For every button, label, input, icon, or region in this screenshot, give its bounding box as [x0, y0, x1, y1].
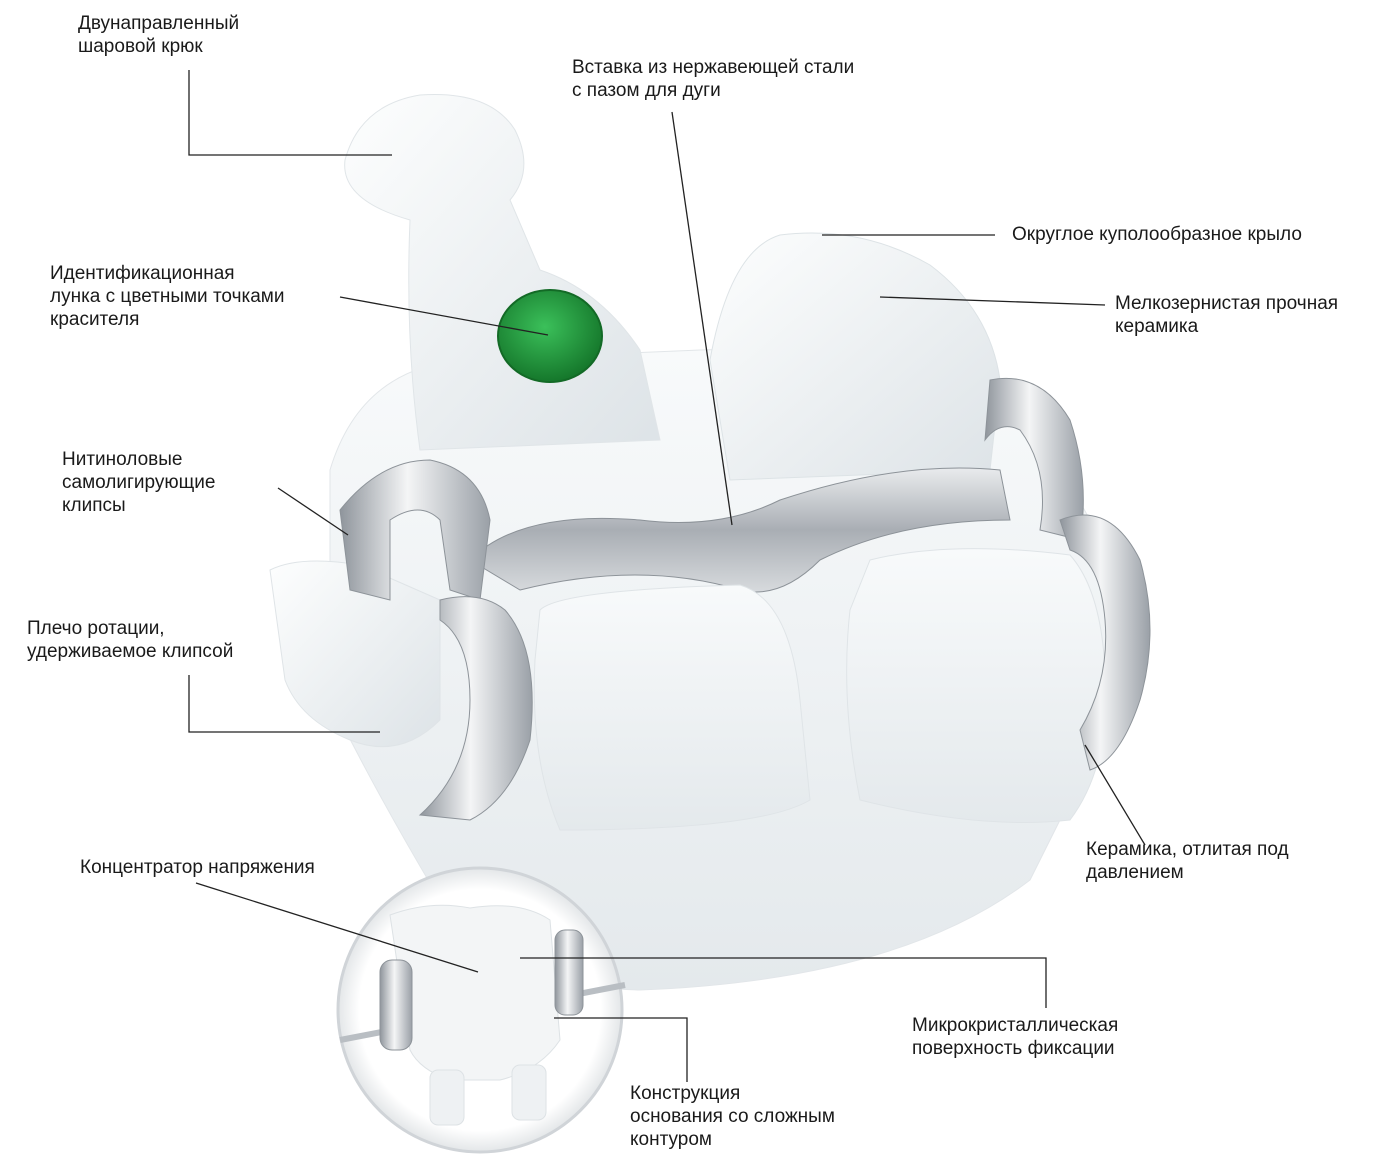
label-microcrystal-surface: Микрокристаллическая поверхность фиксаци… [912, 1014, 1118, 1060]
label-ball-hook: Двунаправленный шаровой крюк [78, 12, 239, 58]
leader-molded-ceramic [1085, 745, 1145, 845]
label-steel-insert: Вставка из нержавеющей стали с пазом для… [572, 56, 854, 102]
dome-wing-shape [710, 233, 1000, 480]
label-fine-ceramic: Мелкозернистая прочная керамика [1115, 292, 1338, 338]
label-base-design: Конструкция основания со сложным контуро… [630, 1082, 835, 1151]
label-rotation-arm: Плечо ротации, удерживаемое клипсой [27, 617, 233, 663]
label-nitinol-clips: Нитиноловые самолигирующие клипсы [62, 448, 215, 517]
label-dome-wing: Округлое куполообразное крыло [1012, 223, 1302, 246]
inset-lens [338, 868, 625, 1152]
label-stress-concentrator: Концентратор напряжения [80, 856, 315, 879]
label-id-dimple: Идентификационная лунка с цветными точка… [50, 262, 284, 331]
lower-right-block [847, 549, 1106, 823]
lower-left-block [534, 585, 810, 830]
dye-dot [498, 290, 602, 382]
label-molded-ceramic: Керамика, отлитая под давлением [1086, 838, 1289, 884]
